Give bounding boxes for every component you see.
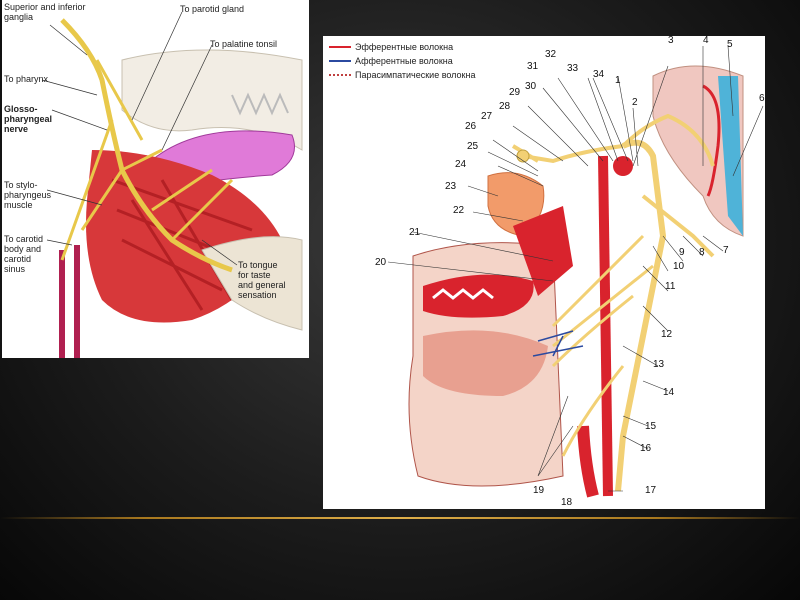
afferent-swatch [329, 60, 351, 62]
carotid-bifurcation [577, 425, 599, 498]
number-leader-lines [387, 45, 764, 492]
label-to-palatine-tonsil: To palatine tonsil [210, 39, 278, 49]
ganglion-red [613, 156, 633, 176]
muscle-fibers [111, 178, 253, 311]
figure-number-25: 25 [467, 141, 479, 152]
label-to-parotid: To parotid gland [180, 4, 245, 14]
legend-afferent: Афферентные волокна [329, 56, 453, 66]
figure-number-13: 13 [653, 359, 665, 370]
figure-number-6: 6 [759, 93, 765, 104]
label-to-pharynx: To pharynx [4, 74, 49, 84]
figure-number-33: 33 [567, 63, 579, 74]
figure-number-7: 7 [723, 245, 729, 256]
leader-lines [41, 11, 238, 266]
blue-structure [718, 76, 743, 236]
legend-afferent-text: Афферентные волокна [355, 56, 453, 66]
gold-divider-line [0, 517, 800, 519]
figure-number-8: 8 [699, 247, 705, 258]
nerve-fiber-diagram [387, 45, 764, 498]
upper-lip-area [423, 274, 534, 318]
figure-number-32: 32 [545, 49, 557, 60]
main-nerve [615, 139, 667, 492]
nerve-branches [60, 59, 234, 261]
figure-number-11: 11 [665, 281, 676, 292]
legend-parasympathetic: Парасимпатические волокна [329, 70, 475, 80]
figure-number-23: 23 [445, 181, 457, 192]
left-anatomy-figure: Superior and inferior ganglia To pharynx… [2, 0, 309, 358]
figure-number-28: 28 [499, 101, 511, 112]
mandible [201, 236, 303, 331]
parasympathetic-swatch [329, 74, 351, 76]
figure-number-21: 21 [409, 227, 421, 238]
figure-number-17: 17 [645, 485, 657, 496]
figure-number-15: 15 [645, 421, 657, 432]
figure-number-34: 34 [593, 69, 605, 80]
legend-efferent-text: Эфферентные волокна [355, 42, 454, 52]
figure-number-1: 1 [615, 75, 621, 86]
legend-parasympathetic-text: Парасимпатические волокна [355, 70, 476, 80]
figure-number-22: 22 [453, 205, 465, 216]
teeth [432, 288, 494, 300]
figure-number-20: 20 [375, 257, 387, 268]
nerve-branches-lower [551, 234, 654, 457]
pharynx-muscle [513, 206, 573, 296]
label-to-tongue: To tongue for taste and general sensatio… [238, 260, 286, 300]
label-superior-inferior-ganglia: Superior and inferior ganglia [4, 2, 86, 22]
right-anatomy-figure: Эфферентные волокна Афферентные волокна … [323, 36, 765, 509]
figure-number-10: 10 [673, 261, 685, 272]
upper-teeth [231, 92, 289, 116]
figure-number-18: 18 [561, 497, 573, 508]
label-to-carotid: To carotid body and carotid sinus [4, 234, 44, 274]
figure-number-9: 9 [679, 247, 685, 258]
figure-number-29: 29 [509, 87, 521, 98]
figure-number-14: 14 [663, 387, 675, 398]
figure-number-5: 5 [727, 39, 733, 50]
figure-number-2: 2 [632, 97, 638, 108]
tongue-section [423, 330, 548, 396]
carotid-artery [598, 155, 613, 497]
figure-number-27: 27 [481, 111, 493, 122]
label-glossopharyngeal-nerve: Glosso- pharyngeal nerve [4, 104, 53, 134]
figure-number-16: 16 [640, 443, 652, 454]
carotid-vessels [59, 245, 80, 358]
figure-number-4: 4 [703, 36, 709, 46]
legend-efferent: Эфферентные волокна [329, 42, 453, 52]
afferent-lines [532, 330, 584, 357]
red-vessel-upper [702, 84, 721, 197]
figure-number-24: 24 [455, 159, 467, 170]
glossopharyngeal-illustration [41, 11, 303, 358]
figure-number-31: 31 [527, 61, 539, 72]
figure-number-19: 19 [533, 485, 545, 496]
figure-number-26: 26 [465, 121, 477, 132]
figure-number-30: 30 [525, 81, 537, 92]
ganglion-small [516, 149, 530, 163]
figure-number-12: 12 [661, 329, 673, 340]
efferent-swatch [329, 46, 351, 48]
figure-number-3: 3 [668, 36, 674, 46]
label-to-stylopharyngeus: To stylo- pharyngeus muscle [4, 180, 52, 210]
